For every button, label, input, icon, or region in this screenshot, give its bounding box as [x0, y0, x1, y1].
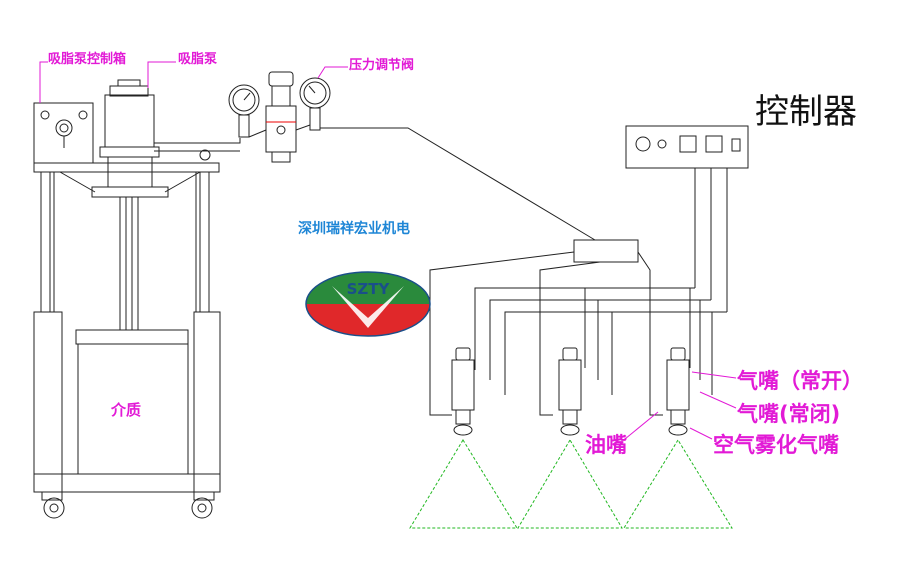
label-air-atomizing-nozzle: 空气雾化气嘴 [713, 433, 839, 457]
label-pressure-valve: 压力调节阀 [349, 58, 415, 73]
splitter-block [573, 239, 639, 263]
company-logo: SZTY [305, 271, 431, 337]
label-nozzle-normally-closed: 气嘴(常闭) [737, 402, 841, 426]
pressure-valve [228, 71, 331, 163]
label-control-box: 吸脂泵控制箱 [48, 52, 127, 67]
pump-stand [33, 79, 221, 519]
spray-gun-2 [558, 347, 582, 436]
label-controller: 控制器 [755, 92, 857, 132]
logo-text: SZTY [347, 280, 391, 298]
label-company: 深圳瑞祥宏业机电 [298, 221, 410, 237]
label-pump: 吸脂泵 [178, 52, 218, 67]
label-oil-nozzle: 油嘴 [585, 433, 627, 457]
label-nozzle-normally-open: 气嘴（常开） [737, 369, 863, 393]
valve-outlet-pipe [320, 127, 596, 241]
spray-gun-1 [451, 347, 475, 436]
label-medium: 介质 [111, 401, 142, 419]
leader-lines [39, 61, 737, 440]
spray-guns [451, 347, 690, 436]
supply-pipe [154, 138, 241, 152]
spray-patterns [409, 439, 733, 529]
spray-gun-3 [666, 347, 690, 436]
pipe-network [429, 251, 727, 416]
controller-unit [625, 125, 749, 312]
